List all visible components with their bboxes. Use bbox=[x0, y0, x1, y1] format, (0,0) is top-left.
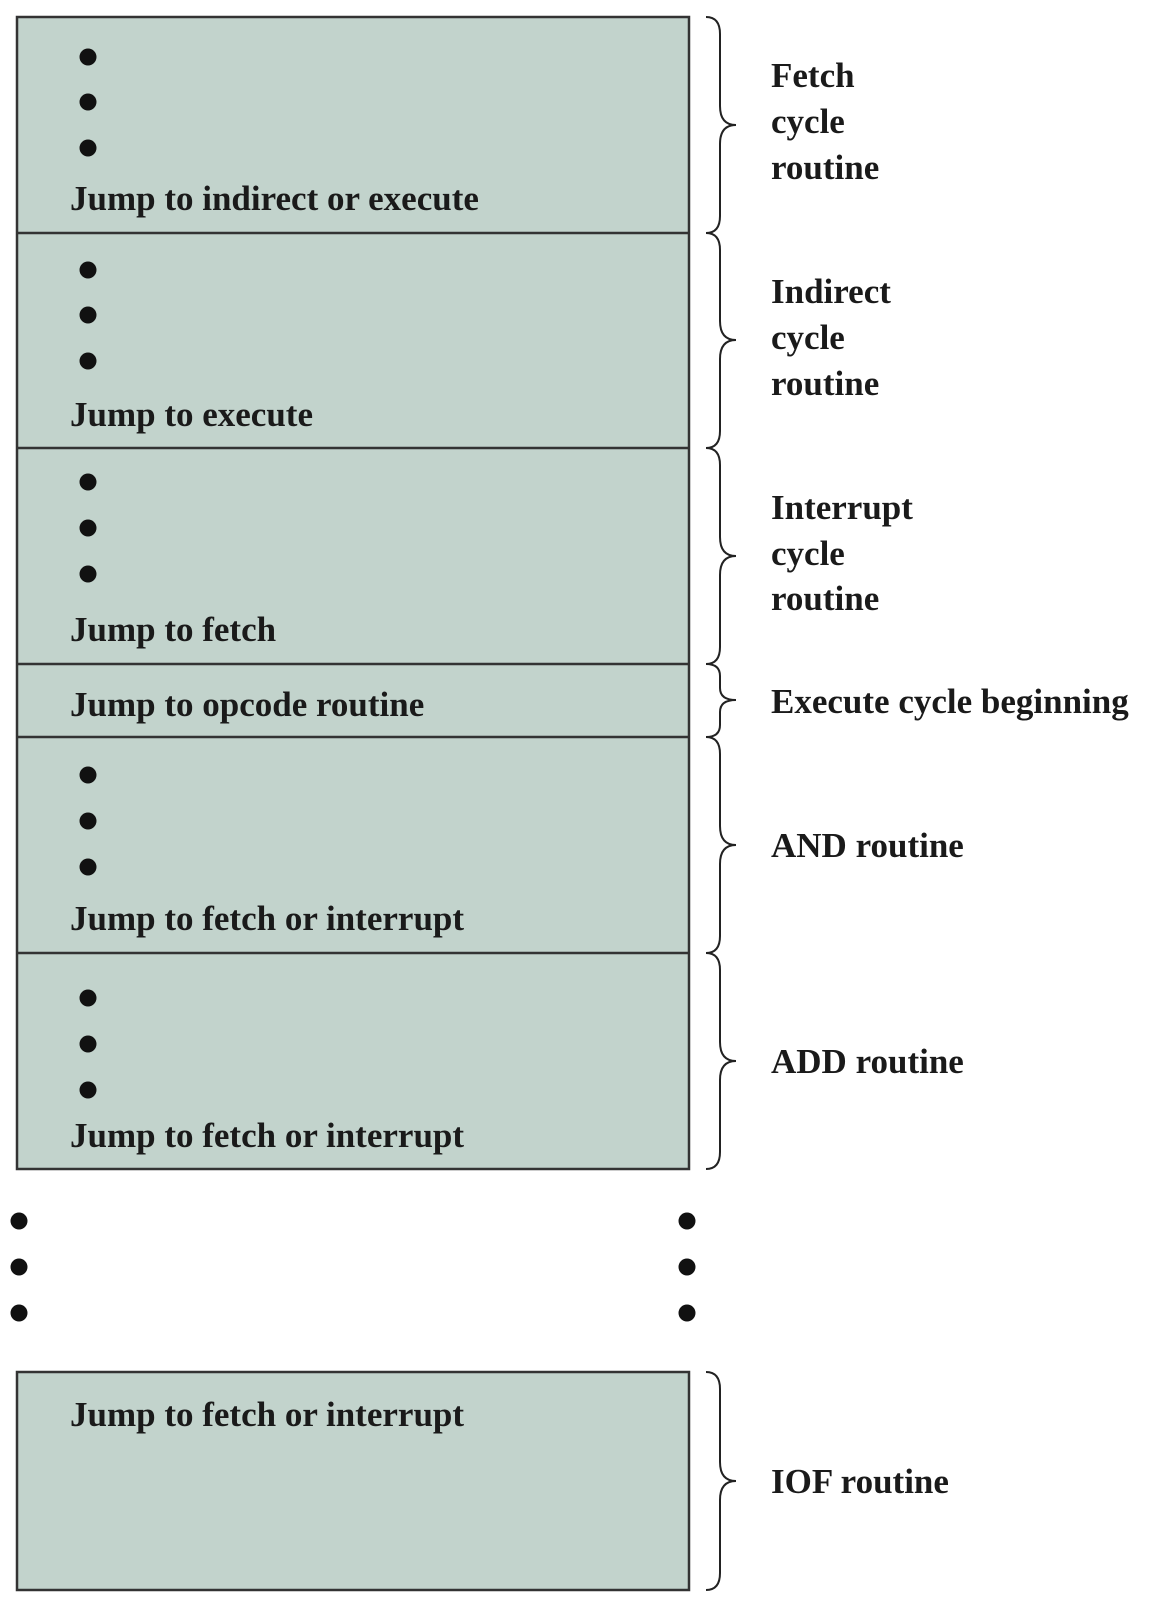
label-indirect-cycle-routine: Indirect cycle routine bbox=[771, 272, 891, 403]
svg-text:Execute cycle beginning: Execute cycle beginning bbox=[771, 682, 1129, 721]
iof-memory-block bbox=[15, 1370, 691, 1592]
svg-text:AND routine: AND routine bbox=[771, 826, 964, 865]
continuation-dots-right bbox=[678, 1212, 696, 1322]
brace-fetch bbox=[705, 16, 737, 234]
instruction-text: Jump to fetch bbox=[70, 610, 276, 649]
label-iof-routine: IOF routine bbox=[771, 1462, 949, 1501]
svg-text:IOF routine: IOF routine bbox=[771, 1462, 949, 1501]
section-add: Jump to fetch or interrupt bbox=[70, 989, 464, 1155]
svg-text:cycle: cycle bbox=[771, 318, 845, 357]
brace-indirect bbox=[705, 232, 737, 449]
ellipsis-dots bbox=[79, 473, 97, 583]
instruction-text: Jump to fetch or interrupt bbox=[70, 1395, 464, 1434]
svg-text:ADD routine: ADD routine bbox=[771, 1042, 964, 1081]
svg-text:cycle: cycle bbox=[771, 102, 845, 141]
ellipsis-dots bbox=[79, 989, 97, 1099]
section-indirect: Jump to execute bbox=[70, 261, 313, 434]
instruction-text: Jump to fetch or interrupt bbox=[70, 1116, 464, 1155]
svg-text:cycle: cycle bbox=[771, 534, 845, 573]
svg-text:routine: routine bbox=[771, 579, 879, 618]
svg-text:routine: routine bbox=[771, 148, 879, 187]
svg-text:Fetch: Fetch bbox=[771, 56, 855, 95]
brace-add bbox=[705, 952, 737, 1170]
ellipsis-dots bbox=[79, 48, 97, 157]
label-interrupt-cycle-routine: Interrupt cycle routine bbox=[771, 488, 913, 618]
brace-execute-begin bbox=[705, 663, 737, 738]
control-memory-block bbox=[15, 15, 691, 1171]
instruction-text: Jump to indirect or execute bbox=[70, 179, 479, 218]
label-fetch-cycle-routine: Fetch cycle routine bbox=[771, 56, 879, 187]
instruction-text: Jump to opcode routine bbox=[70, 685, 424, 724]
section-iof: Jump to fetch or interrupt bbox=[15, 1370, 691, 1592]
label-and-routine: AND routine bbox=[771, 826, 964, 865]
section-and: Jump to fetch or interrupt bbox=[70, 766, 464, 938]
svg-text:routine: routine bbox=[771, 364, 879, 403]
svg-text:Indirect: Indirect bbox=[771, 272, 891, 311]
instruction-text: Jump to fetch or interrupt bbox=[70, 899, 464, 938]
continuation-dots-left bbox=[10, 1212, 28, 1322]
svg-text:Interrupt: Interrupt bbox=[771, 488, 913, 527]
ellipsis-dots bbox=[79, 261, 97, 370]
label-execute-cycle-beginning: Execute cycle beginning bbox=[771, 682, 1129, 721]
brace-iof bbox=[705, 1371, 737, 1591]
brace-and bbox=[705, 736, 737, 954]
section-fetch: Jump to indirect or execute bbox=[70, 48, 479, 218]
ellipsis-dots bbox=[79, 766, 97, 876]
brace-interrupt bbox=[705, 447, 737, 665]
label-add-routine: ADD routine bbox=[771, 1042, 964, 1081]
section-execute-begin: Jump to opcode routine bbox=[70, 685, 424, 724]
section-interrupt: Jump to fetch bbox=[70, 473, 276, 649]
instruction-text: Jump to execute bbox=[70, 395, 313, 434]
